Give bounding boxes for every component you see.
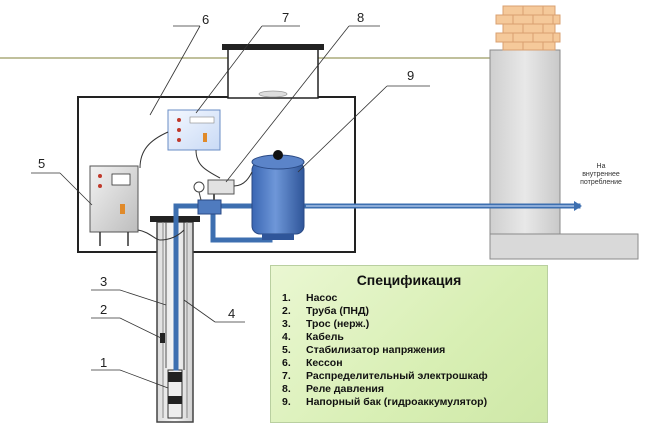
callout-7: 7	[282, 10, 289, 25]
spec-item-label: Напорный бак (гидроаккумулятор)	[306, 396, 488, 408]
spec-item-label: Реле давления	[306, 383, 384, 395]
spec-item-number: 9.	[282, 396, 291, 408]
specification-list: 1. Насос 2. Труба (ПНД) 3. Трос (нерж.) 4. К…	[271, 292, 547, 409]
spec-item-label: Кессон	[306, 357, 343, 369]
spec-item: 1. Насос	[282, 292, 547, 305]
electrical-wiring	[137, 131, 253, 241]
spec-item-number: 2.	[282, 305, 291, 317]
spec-item-label: Кабель	[306, 331, 344, 343]
spec-item-number: 8.	[282, 383, 291, 395]
callout-4: 4	[228, 306, 235, 321]
callout-8: 8	[357, 10, 364, 25]
spec-item: 5. Стабилизатор напряжения	[282, 344, 547, 357]
spec-item-number: 4.	[282, 331, 291, 343]
pump	[167, 369, 183, 419]
spec-item-label: Труба (ПНД)	[306, 305, 369, 317]
spec-item-number: 1.	[282, 292, 291, 304]
spec-item-number: 5.	[282, 344, 291, 356]
voltage-stabilizer	[89, 165, 139, 246]
callout-9: 9	[407, 68, 414, 83]
spec-item: 2. Труба (ПНД)	[282, 305, 547, 318]
callout-6: 6	[202, 12, 209, 27]
spec-item-number: 3.	[282, 318, 291, 330]
specification-panel: Спецификация 1. Насос 2. Труба (ПНД) 3. Тро…	[270, 265, 548, 423]
callout-1: 1	[100, 355, 107, 370]
spec-item-number: 6.	[282, 357, 291, 369]
spec-item-number: 7.	[282, 370, 291, 382]
spec-item-label: Распределительный электрошкаф	[306, 370, 488, 382]
callout-5: 5	[38, 156, 45, 171]
spec-item: 4. Кабель	[282, 331, 547, 344]
consumption-note-line-3: потребление	[580, 178, 622, 186]
callout-3: 3	[100, 274, 107, 289]
spec-item-label: Насос	[306, 292, 338, 304]
spec-item: 3. Трос (нерж.)	[282, 318, 547, 331]
spec-item: 8. Реле давления	[282, 383, 547, 396]
spec-item: 6. Кессон	[282, 357, 547, 370]
brick-wall	[495, 5, 561, 51]
pipe-outlet	[574, 201, 582, 211]
pressure-tank	[251, 150, 305, 240]
spec-item-label: Стабилизатор напряжения	[306, 344, 446, 356]
house-foundation	[489, 49, 639, 260]
leader-lines	[31, 25, 430, 389]
consumption-note-line-2: внутреннее	[582, 171, 620, 178]
distribution-panel	[167, 109, 221, 151]
consumption-note-line-1: На	[597, 163, 606, 170]
spec-item-label: Трос (нерж.)	[306, 318, 370, 330]
cable-clamp	[160, 333, 165, 343]
spec-item: 9. Напорный бак (гидроаккумулятор)	[282, 396, 547, 409]
specification-title: Спецификация	[356, 272, 462, 288]
pressure-switch	[193, 179, 235, 215]
spec-item: 7. Распределительный электрошкаф	[282, 370, 547, 383]
callout-2: 2	[100, 302, 107, 317]
